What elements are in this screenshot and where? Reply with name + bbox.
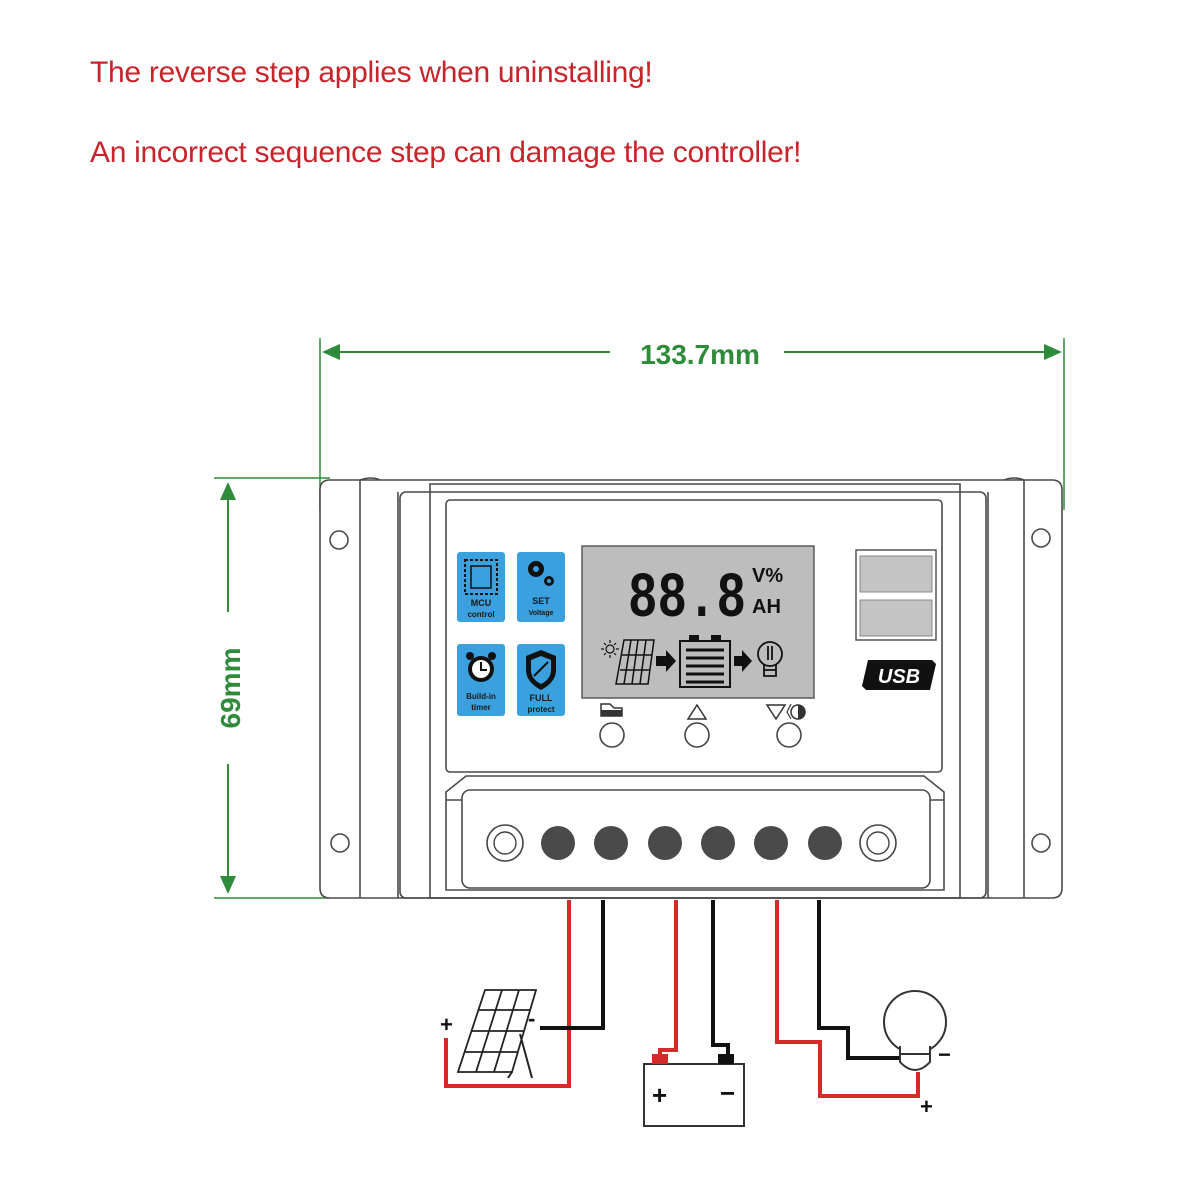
mcu-line1: MCU — [471, 598, 492, 608]
solar-positive-wire — [444, 900, 571, 1088]
solar-panel-icon — [615, 639, 655, 685]
load-negative-wire — [817, 900, 904, 1060]
battery-positive-wire — [658, 900, 678, 1062]
wires — [444, 900, 920, 1098]
control-buttons — [599, 703, 806, 748]
height-dimension: 69mm — [214, 477, 330, 899]
battery-minus-sign: − — [720, 1078, 735, 1108]
usb-icon: USB — [862, 660, 936, 690]
lcd-screen: 88.8 V% AH — [581, 545, 815, 699]
load-minus-sign: − — [938, 1042, 951, 1067]
arrow-icon — [734, 650, 752, 672]
timer-line1: Build-in — [466, 692, 496, 701]
arrow-icon — [656, 650, 676, 672]
lcd-digits: 88.8 — [628, 564, 746, 636]
usb-label: USB — [878, 666, 920, 688]
menu-button[interactable] — [599, 703, 625, 748]
solar-minus-sign: - — [528, 1006, 535, 1031]
set-line1: SET — [532, 596, 550, 606]
mcu-line2: control — [467, 610, 494, 619]
width-label: 133.7mm — [640, 339, 760, 370]
battery-icon: + − — [643, 1054, 745, 1127]
solar-plus-sign: + — [440, 1012, 453, 1037]
mounting-holes — [329, 528, 1051, 853]
battery-icon — [679, 635, 731, 688]
warning-incorrect-sequence: An incorrect sequence step can damage th… — [90, 136, 802, 169]
solar-panel-icon: + - — [440, 989, 538, 1079]
gear-icon — [528, 561, 554, 586]
terminals — [486, 824, 897, 862]
load-positive-wire — [775, 900, 920, 1098]
height-label: 69mm — [215, 648, 246, 729]
protect-line2: protect — [527, 705, 554, 714]
usb-ports — [855, 549, 937, 641]
feature-icon-timer: Build-in timer — [457, 644, 505, 716]
lcd-unit-top: V% — [752, 565, 783, 587]
set-line2: Voltage — [529, 610, 554, 617]
feature-icon-protect: FULL protect — [517, 644, 565, 716]
width-dimension: 133.7mm — [319, 338, 1065, 510]
down-button[interactable] — [765, 703, 806, 748]
warning-reverse-step: The reverse step applies when uninstalli… — [90, 56, 653, 89]
protect-line1: FULL — [530, 693, 553, 703]
lcd-unit-bottom: AH — [752, 596, 781, 618]
battery-negative-wire — [711, 900, 730, 1062]
bulb-icon: − + — [883, 990, 951, 1119]
timer-line2: timer — [471, 703, 491, 712]
battery-plus-sign: + — [652, 1080, 667, 1110]
bulb-icon — [757, 641, 783, 677]
shield-icon — [526, 650, 556, 690]
feature-icon-set: SET Voltage — [517, 552, 565, 622]
chip-icon — [464, 559, 498, 595]
up-button[interactable] — [684, 703, 710, 748]
solar-negative-wire — [540, 900, 605, 1030]
sun-icon — [601, 640, 619, 658]
load-plus-sign: + — [920, 1094, 933, 1119]
alarm-clock-icon — [466, 652, 496, 682]
feature-icon-mcu: MCU control — [457, 552, 505, 622]
